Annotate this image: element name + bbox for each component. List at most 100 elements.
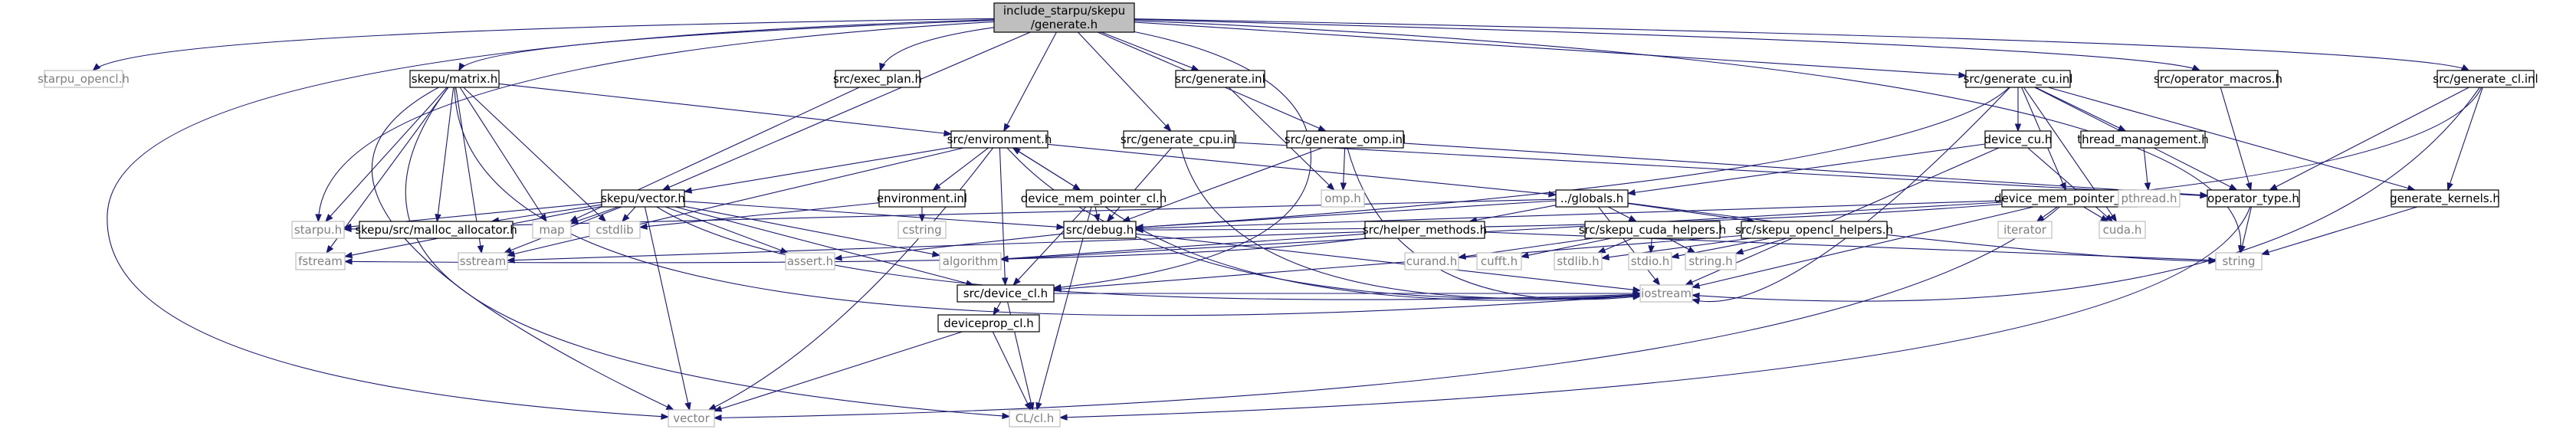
node-vector: vector (668, 409, 715, 428)
arrowhead (343, 251, 353, 259)
edge-vector_h-to-vector (644, 206, 691, 411)
node-label: sstream (460, 254, 506, 268)
node-vector-h[interactable]: skepu/vector.h (601, 189, 685, 208)
edge-environment_inl-to-cstdlib (638, 202, 880, 230)
arrowhead (1958, 71, 1967, 79)
node-debug-h[interactable]: src/debug.h (1063, 221, 1137, 239)
node-box (1123, 130, 1235, 149)
node-device-cl-h[interactable]: src/device_cl.h (957, 284, 1055, 303)
node-label: src/exec_plan.h (833, 72, 922, 87)
node-box (1321, 189, 1365, 208)
arrowhead (1596, 247, 1606, 254)
node-box (939, 252, 1002, 270)
edge-matrix_h-to-vector (371, 87, 675, 411)
node-generate-omp-inl[interactable]: src/generate_omp.inl (1285, 130, 1406, 149)
node-globals-h[interactable]: ../globals.h (1555, 189, 1629, 208)
node-cuda-h: cuda.h (2099, 221, 2146, 239)
node-operator-macros-h[interactable]: src/operator_macros.h (2154, 70, 2282, 88)
node-label: src/helper_methods.h (1363, 223, 1487, 238)
node-generate-kernels-h[interactable]: generate_kernels.h (2390, 189, 2500, 208)
arrowhead (2200, 192, 2209, 198)
node-pthread-h: pthread.h (2118, 189, 2181, 208)
node-box (2437, 70, 2535, 88)
node-helper-methods-h[interactable]: src/helper_methods.h (1363, 221, 1487, 239)
node-box (878, 189, 966, 208)
node-box (2215, 252, 2263, 270)
node-malloc-allocator-h[interactable]: skepu/src/malloc_allocator.h (355, 221, 517, 239)
node-box (1554, 252, 1603, 270)
edge-matrix_h-to-environment_h (498, 83, 953, 137)
node-iostream: iostream (1639, 284, 1693, 303)
edge-device_mem_pointer_cl_h-to-debug_h (1093, 206, 1101, 223)
arrowhead (1134, 224, 1144, 232)
edge-root-to-generate_cu_inl (1134, 21, 1967, 79)
node-box (835, 70, 920, 88)
arrowhead (1734, 248, 1744, 255)
edges-layer (92, 18, 2483, 421)
node-label: src/generate_cpu.inl (1121, 133, 1237, 147)
edge-root-to-generate_cpu_inl (1077, 31, 1172, 133)
arrowhead (1457, 253, 1467, 260)
node-operator-type-h[interactable]: operator_type.h (2207, 189, 2300, 208)
arrowhead (993, 306, 1000, 316)
edge-deviceprop_cl_h-to-CL_cl_h (992, 331, 1032, 411)
node-generate-cpu-inl[interactable]: src/generate_cpu.inl (1121, 130, 1237, 149)
node-box (2207, 189, 2300, 208)
node-label: device_cu.h (1984, 133, 2053, 147)
node-box (1639, 284, 1693, 303)
arrowhead (2036, 215, 2045, 222)
edge-vector_h-to-cstdlib (621, 206, 636, 223)
arrowhead (918, 214, 926, 223)
node-root[interactable]: include_starpu/skepu/generate.h (993, 2, 1135, 33)
arrowhead (1652, 277, 1661, 287)
arrowhead (1628, 215, 1638, 222)
arrowhead (598, 214, 607, 222)
edge-device_mem_pointer_cl_h-to-environment_h (1012, 147, 1081, 191)
node-deviceprop-cl-h[interactable]: deviceprop_cl.h (937, 314, 1040, 333)
node-label: stdio.h (1631, 254, 1670, 268)
node-box (2080, 130, 2206, 149)
node-label: generate_kernels.h (2390, 192, 2500, 206)
edge-deviceprop_cl_h-to-vector (713, 331, 963, 412)
node-skepu-cuda-helpers-h[interactable]: src/skepu_cuda_helpers.h (1579, 221, 1727, 239)
node-generate-inl[interactable]: src/generate.inl (1175, 70, 1265, 88)
node-thread-management-h[interactable]: thread_management.h (2077, 130, 2209, 149)
node-device-cu-h[interactable]: device_cu.h (1984, 130, 2053, 149)
arrowhead (1056, 223, 1065, 231)
node-matrix-h[interactable]: skepu/matrix.h (409, 70, 500, 88)
arrowhead (1163, 123, 1172, 133)
arrowhead (1687, 246, 1696, 254)
edge-device_mem_pointer_cl_h-to-device_cl_h (1012, 206, 1087, 287)
edge-skepu_cuda_helpers_h-to-stdio_h (1648, 238, 1655, 254)
node-box (1997, 221, 2053, 239)
node-label: src/skepu_opencl_helpers.h (1735, 223, 1893, 238)
arrowhead (932, 182, 941, 191)
node-box (2391, 189, 2499, 208)
node-device-mem-pointer-cu-h[interactable]: device_mem_pointer_cu.h (1994, 189, 2144, 208)
edge-environment_h-to-sstream (506, 147, 964, 257)
arrowhead (458, 62, 465, 72)
node-generate-cl-inl[interactable]: src/generate_cl.inl (2433, 70, 2538, 88)
arrowhead (506, 257, 515, 264)
node-generate-cu-inl[interactable]: src/generate_cu.inl (1964, 70, 2073, 88)
edge-device_mem_pointer_cu_h-to-debug_h (1134, 200, 2003, 232)
arrowhead (1035, 401, 1042, 411)
node-device-mem-pointer-cl-h[interactable]: device_mem_pointer_cl.h (1021, 189, 1167, 208)
arrowhead (1052, 286, 1062, 293)
node-omp-h: omp.h (1321, 189, 1365, 208)
edge-generate_omp_inl-to-debug_h (1121, 147, 1323, 222)
arrowhead (1340, 182, 1347, 192)
arrowhead (1012, 277, 1021, 287)
node-exec-plan-h[interactable]: src/exec_plan.h (833, 70, 922, 88)
arrowhead (1058, 414, 1068, 421)
node-environment-h[interactable]: src/environment.h (947, 130, 1052, 149)
node-label: map (539, 223, 564, 237)
arrowhead (1093, 213, 1101, 223)
edge-device_cl_h-to-iostream (1054, 290, 1642, 297)
node-fstream: fstream (295, 252, 346, 270)
node-environment-inl[interactable]: environment.inl (877, 189, 967, 208)
node-skepu-opencl-helpers-h[interactable]: src/skepu_opencl_helpers.h (1735, 221, 1893, 239)
node-box (589, 221, 641, 239)
node-label: string (2222, 254, 2255, 268)
edge-generate_cu_inl-to-device_cu_h (2014, 87, 2022, 133)
